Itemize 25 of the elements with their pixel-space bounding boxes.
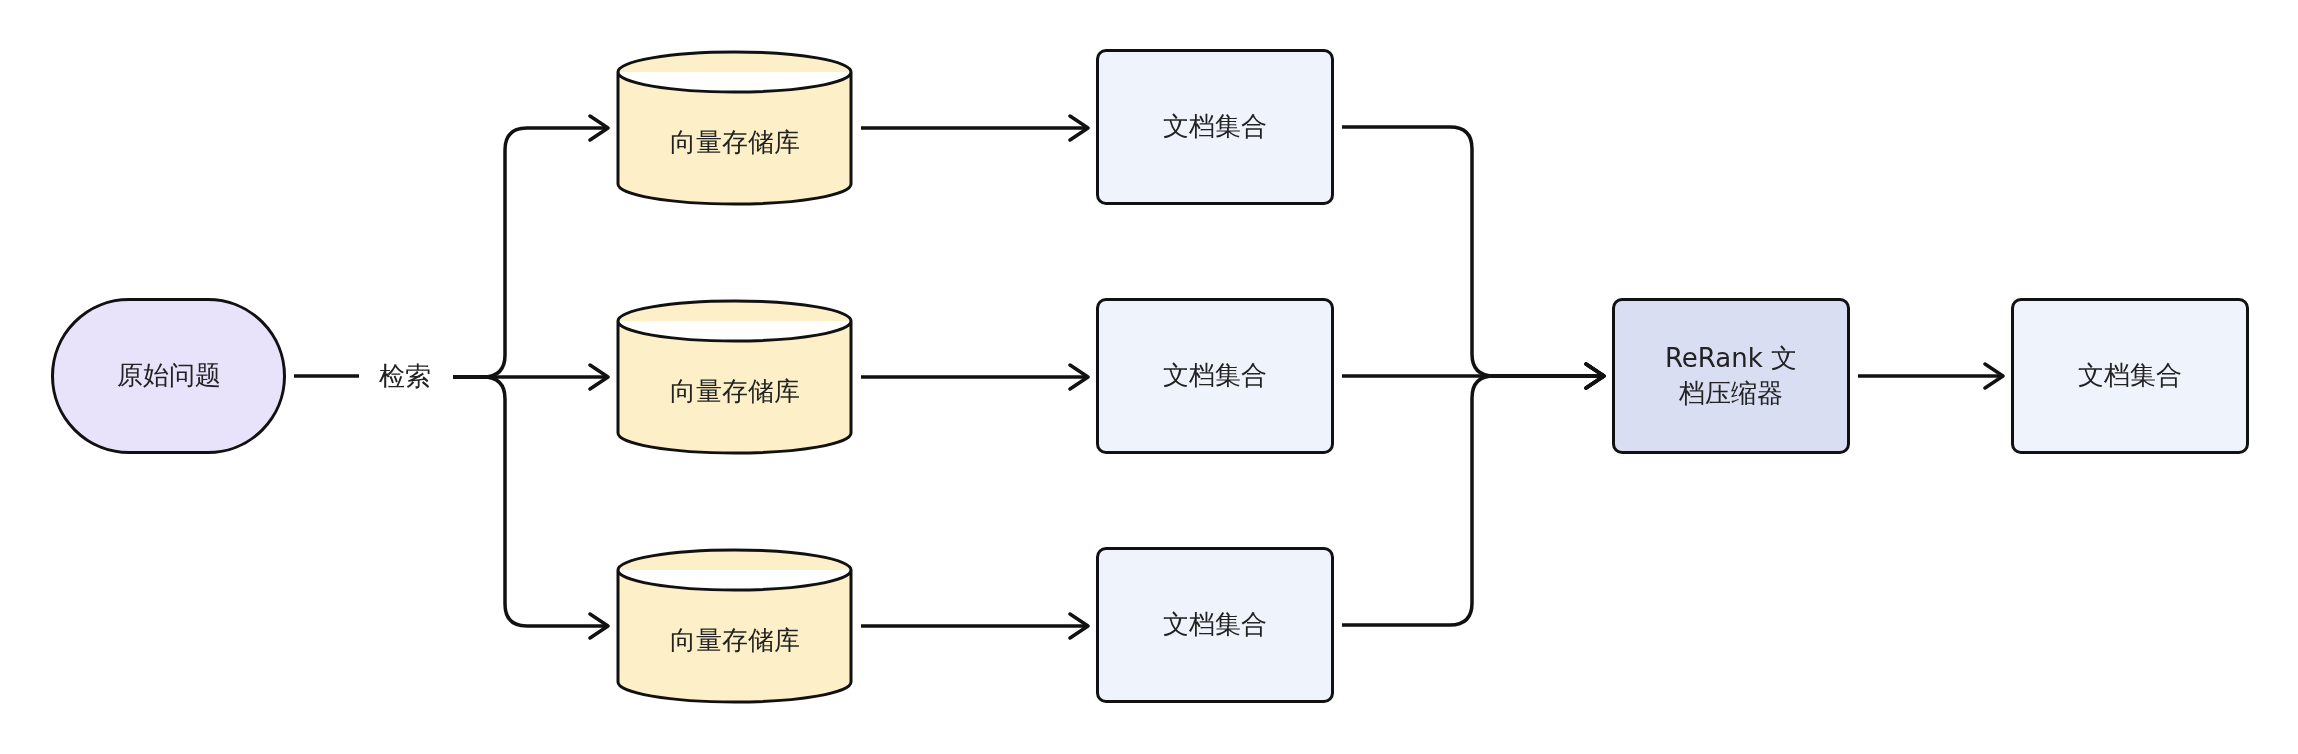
arrow	[861, 114, 1090, 142]
node-label: 文档集合	[1163, 110, 1267, 144]
database-cylinder	[616, 50, 853, 206]
document-box	[2011, 298, 2249, 454]
arrow	[1858, 362, 2005, 390]
node-label: 文档集合	[2078, 359, 2182, 393]
database-cylinder	[616, 548, 853, 704]
document-box	[1096, 547, 1334, 703]
node-label: 原始问题	[116, 359, 221, 393]
document-box	[1096, 49, 1334, 205]
arrow	[861, 612, 1090, 640]
database-cylinder	[616, 299, 853, 455]
document-box	[1096, 298, 1334, 454]
node-label: 向量存储库	[669, 126, 800, 160]
node-label: ReRank 文档压缩器	[1663, 341, 1799, 410]
node-label: 文档集合	[1163, 359, 1267, 393]
arrow	[453, 375, 610, 640]
node-label: 向量存储库	[669, 624, 800, 658]
arrow	[1342, 362, 1606, 627]
node-label: 检索	[379, 360, 431, 394]
process-box	[1612, 298, 1850, 454]
arrow	[861, 363, 1090, 391]
connector-line	[294, 374, 359, 378]
node-label: 向量存储库	[669, 375, 800, 409]
node-label: 文档集合	[1163, 608, 1267, 642]
